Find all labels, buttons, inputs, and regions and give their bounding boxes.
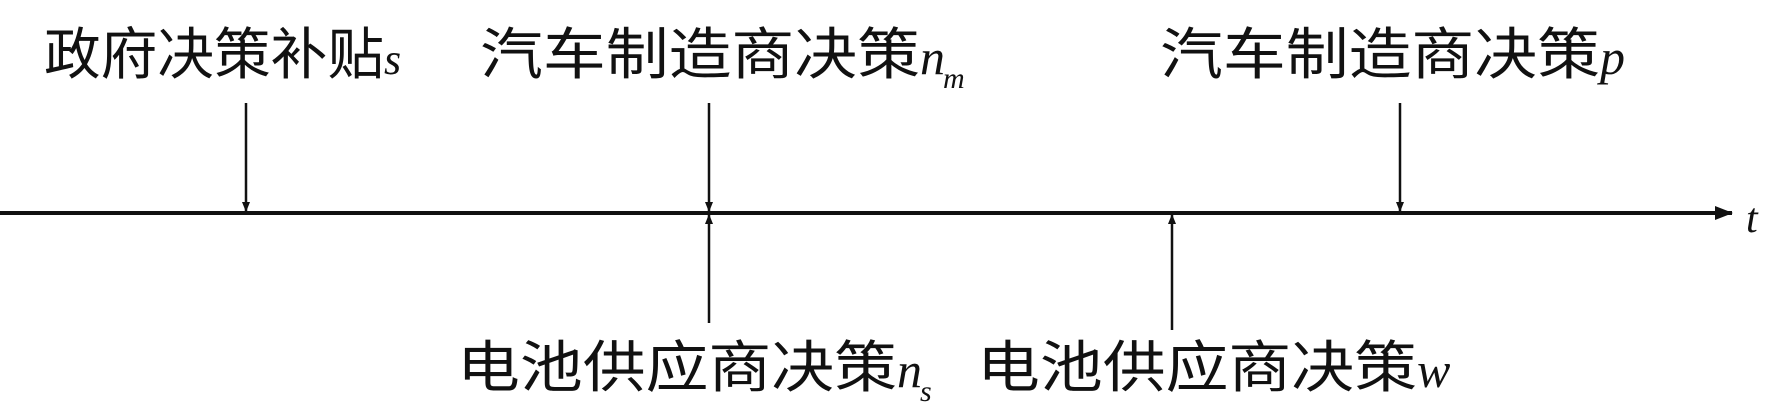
time-axis-label: t: [1746, 196, 1759, 242]
label-manufacturer-nm: 汽车制造商决策nm: [480, 23, 965, 95]
label-manufacturer-p: 汽车制造商决策p: [1160, 23, 1625, 88]
label-government-subsidy: 政府决策补贴s: [44, 23, 401, 88]
label-supplier-w: 电池供应商决策w: [977, 336, 1450, 401]
label-supplier-ns: 电池供应商决策ns: [457, 336, 932, 406]
